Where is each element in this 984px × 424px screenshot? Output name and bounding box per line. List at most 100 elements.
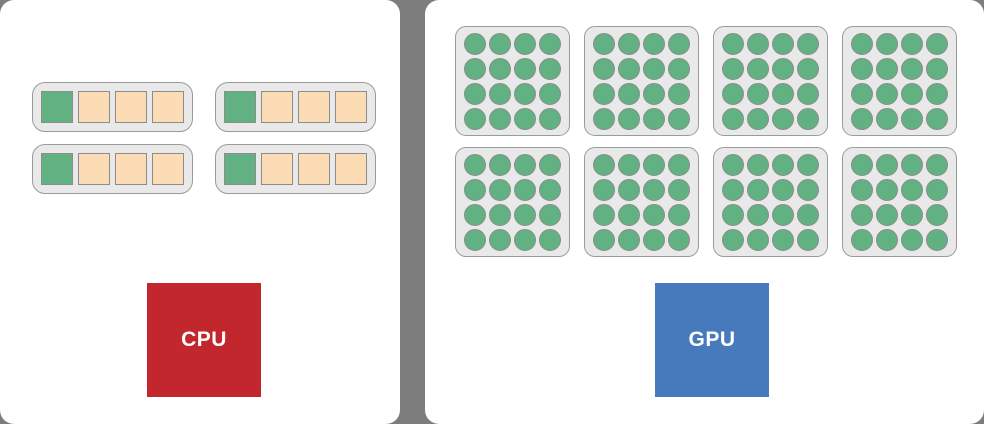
cpu-control-unit <box>41 153 73 185</box>
gpu-core-dot <box>876 57 898 80</box>
cpu-label-text: CPU <box>181 328 227 351</box>
gpu-core-dot <box>593 82 615 105</box>
gpu-core-dot <box>489 82 511 105</box>
gpu-core-dot <box>514 107 536 130</box>
gpu-core-dot <box>851 153 873 176</box>
gpu-core-dot <box>747 57 769 80</box>
cpu-core-group <box>215 144 376 194</box>
panel-divider-gap <box>400 0 425 424</box>
gpu-core-dot <box>539 203 561 226</box>
cpu-cache-unit <box>115 153 147 185</box>
cpu-core-group-area <box>32 82 376 194</box>
gpu-core-dot <box>593 107 615 130</box>
gpu-core-dot <box>643 228 665 251</box>
gpu-core-dot <box>618 153 640 176</box>
gpu-core-dot <box>643 178 665 201</box>
gpu-core-dot <box>797 107 819 130</box>
gpu-core-dot <box>926 107 948 130</box>
gpu-core-dot <box>747 203 769 226</box>
gpu-core-dot <box>668 32 690 55</box>
gpu-core-dot <box>618 32 640 55</box>
gpu-core-dot <box>901 153 923 176</box>
gpu-core-dot <box>797 57 819 80</box>
cpu-cache-unit <box>335 153 367 185</box>
gpu-core-dot <box>668 178 690 201</box>
gpu-core-dot <box>901 82 923 105</box>
gpu-core-dot <box>514 57 536 80</box>
gpu-core-dot <box>539 178 561 201</box>
gpu-core-dot <box>851 32 873 55</box>
gpu-core-dot <box>489 153 511 176</box>
cpu-core-group <box>32 82 193 132</box>
gpu-core-dot <box>901 228 923 251</box>
cpu-cache-unit <box>115 91 147 123</box>
gpu-core-dot <box>772 228 794 251</box>
gpu-core-dot <box>901 107 923 130</box>
gpu-core-dot <box>747 32 769 55</box>
gpu-core-dot <box>876 153 898 176</box>
gpu-core-dot <box>747 228 769 251</box>
gpu-core-dot <box>489 32 511 55</box>
gpu-core-dot <box>668 228 690 251</box>
gpu-core-dot <box>514 82 536 105</box>
gpu-core-group <box>713 147 828 257</box>
gpu-core-dot <box>618 82 640 105</box>
gpu-core-grid <box>593 153 690 251</box>
gpu-core-dot <box>722 203 744 226</box>
gpu-core-dot <box>464 32 486 55</box>
gpu-core-dot <box>926 82 948 105</box>
gpu-core-group <box>842 26 957 136</box>
gpu-core-dot <box>747 153 769 176</box>
gpu-core-dot <box>851 178 873 201</box>
cpu-cache-unit <box>152 91 184 123</box>
gpu-core-dot <box>489 203 511 226</box>
gpu-core-dot <box>926 203 948 226</box>
gpu-core-dot <box>514 178 536 201</box>
cpu-cache-unit <box>261 91 293 123</box>
gpu-core-dot <box>514 32 536 55</box>
gpu-core-dot <box>797 153 819 176</box>
gpu-core-dot <box>851 82 873 105</box>
gpu-core-dot <box>851 203 873 226</box>
gpu-core-dot <box>643 82 665 105</box>
gpu-core-group <box>584 26 699 136</box>
gpu-core-dot <box>464 107 486 130</box>
gpu-core-dot <box>618 228 640 251</box>
gpu-core-dot <box>668 153 690 176</box>
cpu-cache-unit <box>261 153 293 185</box>
gpu-core-dot <box>593 32 615 55</box>
gpu-core-dot <box>464 153 486 176</box>
cpu-core-group <box>215 82 376 132</box>
gpu-core-dot <box>876 107 898 130</box>
gpu-core-dot <box>851 107 873 130</box>
gpu-core-dot <box>772 203 794 226</box>
cpu-control-unit <box>224 91 256 123</box>
gpu-core-dot <box>668 57 690 80</box>
gpu-core-dot <box>772 153 794 176</box>
gpu-core-group-area <box>455 26 957 257</box>
cpu-control-unit <box>41 91 73 123</box>
gpu-core-dot <box>489 228 511 251</box>
gpu-core-dot <box>464 82 486 105</box>
gpu-core-dot <box>489 178 511 201</box>
gpu-core-dot <box>797 82 819 105</box>
cpu-panel: CPU <box>0 0 400 424</box>
gpu-label-block: GPU <box>655 283 769 397</box>
gpu-core-dot <box>722 153 744 176</box>
gpu-core-grid <box>851 153 948 251</box>
gpu-core-dot <box>618 203 640 226</box>
gpu-core-dot <box>722 107 744 130</box>
gpu-core-dot <box>722 32 744 55</box>
cpu-cache-unit <box>335 91 367 123</box>
gpu-core-dot <box>772 178 794 201</box>
gpu-core-dot <box>668 82 690 105</box>
gpu-core-dot <box>797 32 819 55</box>
cpu-cache-unit <box>298 153 330 185</box>
gpu-core-dot <box>643 203 665 226</box>
gpu-core-group <box>455 26 570 136</box>
gpu-core-dot <box>926 228 948 251</box>
gpu-core-dot <box>797 203 819 226</box>
gpu-label-text: GPU <box>688 328 736 351</box>
gpu-core-dot <box>643 107 665 130</box>
